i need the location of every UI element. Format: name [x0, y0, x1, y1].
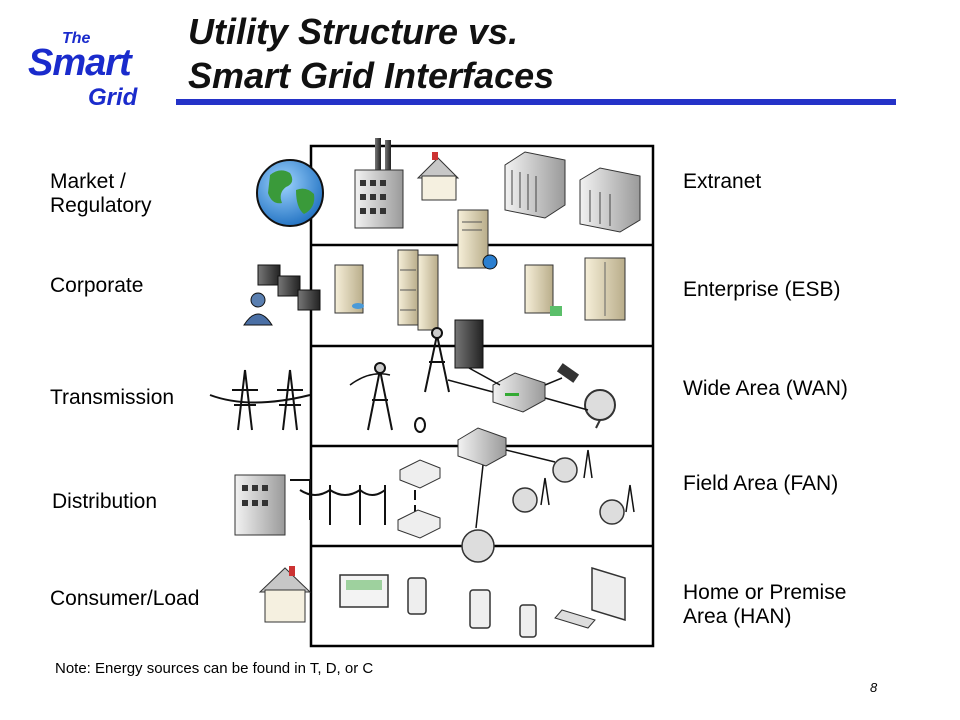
factory-icon — [354, 138, 404, 229]
computer-monitor-icon — [554, 566, 626, 629]
label-regulatory: Regulatory — [50, 194, 152, 217]
distribution-line-icon — [290, 479, 416, 525]
server-rack-icon — [397, 249, 439, 331]
label-enterprise-esb: Enterprise (ESB) — [683, 278, 841, 301]
label-field-area-fan: Field Area (FAN) — [683, 472, 839, 495]
application-server-icon — [524, 264, 562, 316]
title-line-1: Utility Structure vs. — [188, 11, 519, 52]
government-building-icon — [504, 151, 566, 219]
label-extranet: Extranet — [683, 170, 762, 193]
label-market: Market / — [50, 170, 126, 193]
smart-meter-icon — [461, 457, 625, 563]
fan-antenna-icon — [540, 449, 635, 513]
label-consumer-load: Consumer/Load — [50, 587, 200, 610]
satellite-dish-icon — [584, 389, 616, 429]
collector-device-icon — [397, 459, 441, 539]
radio-tower-icon — [367, 327, 450, 431]
satellite-icon — [556, 363, 580, 383]
field-router-icon — [414, 417, 507, 467]
fan-links — [475, 449, 556, 529]
transmission-tower-icon — [209, 369, 311, 431]
label-area-han: Area (HAN) — [683, 605, 792, 628]
label-home-premise-han: Home or Premise Area (HAN) — [683, 581, 846, 629]
database-server-icon — [334, 264, 364, 314]
web-server-icon — [457, 209, 498, 270]
mobile-device-icon — [407, 577, 537, 638]
title-line-2: Smart Grid Interfaces — [188, 55, 555, 96]
title-underline — [176, 99, 896, 105]
label-wide-area-wan: Wide Area (WAN) — [683, 377, 848, 400]
label-distribution: Distribution — [52, 490, 158, 513]
page-title: Utility Structure vs. Smart Grid Interfa… — [188, 10, 554, 98]
label-transmission: Transmission — [50, 386, 175, 409]
globe-icon — [256, 159, 324, 227]
workstations-icon — [243, 264, 321, 326]
footnote: Note: Energy sources can be found in T, … — [55, 660, 374, 677]
thermostat-display-icon — [339, 574, 389, 608]
label-market-regulatory: Market / Regulatory — [50, 170, 152, 218]
logo-smart: Smart — [28, 42, 132, 84]
wan-router-icon — [492, 372, 546, 413]
mainframe-icon — [584, 257, 626, 321]
substation-building-icon — [234, 474, 286, 536]
label-home-premise: Home or Premise — [683, 581, 847, 604]
home-icon — [258, 566, 312, 623]
logo-the: The — [62, 30, 91, 47]
bank-building-icon — [579, 167, 641, 233]
page-number: 8 — [870, 680, 878, 695]
house-icon — [416, 152, 460, 201]
wan-links — [349, 367, 589, 411]
logo-grid: Grid — [88, 84, 138, 111]
label-corporate: Corporate — [50, 274, 144, 297]
network-switch-icon — [454, 319, 484, 369]
